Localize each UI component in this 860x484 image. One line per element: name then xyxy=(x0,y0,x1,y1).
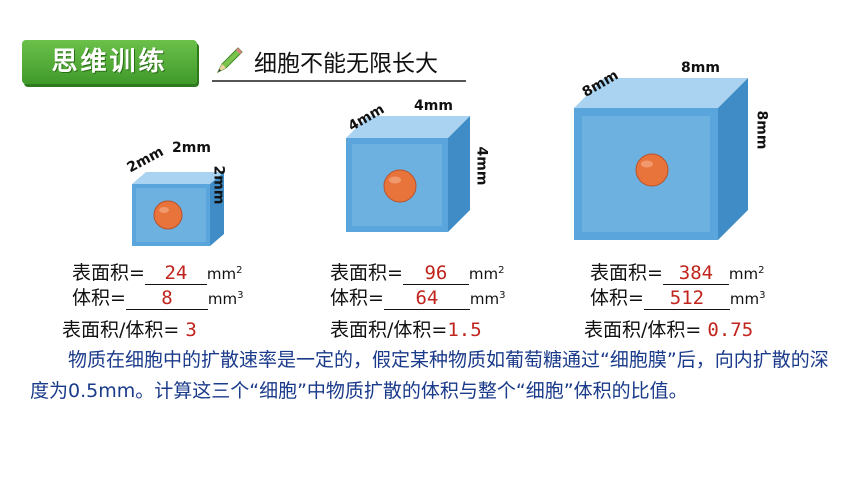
volume-label-3: 体积= xyxy=(590,287,644,309)
ratio-label-1: 表面积/体积= xyxy=(62,319,180,341)
topic-title: 细胞不能无限长大 xyxy=(254,51,438,77)
topic-underline xyxy=(212,80,466,82)
cube-medium xyxy=(346,116,470,232)
ratio-answer-3: 0.75 xyxy=(707,319,754,341)
volume-unit-3: mm xyxy=(729,290,760,308)
surface-exp-1: 2 xyxy=(236,265,243,276)
ratio-answer-1: 3 xyxy=(185,319,197,341)
volume-unit-1: mm xyxy=(207,290,238,308)
surface-label-2: 表面积= xyxy=(330,262,403,284)
surface-label-3: 表面积= xyxy=(590,262,663,284)
section-badge-label: 思维训练 xyxy=(51,47,168,77)
volume-unit-2: mm xyxy=(469,290,500,308)
surface-unit-3: mm xyxy=(728,265,759,283)
ratio-row-1: 表面积/体积= 3 xyxy=(62,315,197,342)
cube-small-dim-top: 2mm xyxy=(172,140,211,156)
surface-unit-2: mm xyxy=(468,265,499,283)
volume-exp-3: 3 xyxy=(759,290,766,301)
cube-large-dim-right: 8mm xyxy=(753,110,770,150)
cube-large xyxy=(574,78,748,240)
volume-exp-2: 3 xyxy=(499,290,506,301)
volume-label-1: 体积= xyxy=(72,287,126,309)
surface-exp-3: 2 xyxy=(758,265,765,276)
ratio-label-2: 表面积/体积= xyxy=(330,319,448,341)
surface-unit-1: mm xyxy=(206,265,237,283)
ratio-row-3: 表面积/体积= 0.75 xyxy=(584,315,753,342)
surface-label-1: 表面积= xyxy=(72,262,145,284)
cube-medium-dim-right: 4mm xyxy=(473,146,490,186)
volume-answer-3: 512 xyxy=(643,287,730,310)
surface-answer-3: 384 xyxy=(662,262,729,285)
surface-answer-2: 96 xyxy=(402,262,469,285)
instruction-paragraph: 物质在细胞中的扩散速率是一定的，假定某种物质如葡萄糖通过“细胞膜”后，向内扩散的… xyxy=(30,349,829,402)
ratio-answer-2: 1.5 xyxy=(447,319,482,341)
volume-label-2: 体积= xyxy=(330,287,384,309)
cube-medium-dim-top: 4mm xyxy=(414,98,453,114)
pencil-icon xyxy=(216,47,243,74)
ratio-row-2: 表面积/体积=1.5 xyxy=(330,315,482,342)
surface-exp-2: 2 xyxy=(498,265,505,276)
volume-answer-1: 8 xyxy=(125,287,208,310)
cube-small xyxy=(132,172,224,246)
volume-exp-1: 3 xyxy=(237,290,244,301)
volume-answer-2: 64 xyxy=(383,287,470,310)
cube-small-dim-right: 2mm xyxy=(210,165,227,205)
surface-answer-1: 24 xyxy=(144,262,207,285)
ratio-label-3: 表面积/体积= xyxy=(584,319,702,341)
section-badge: 思维训练 xyxy=(22,40,197,84)
cube-large-dim-top: 8mm xyxy=(681,60,720,76)
